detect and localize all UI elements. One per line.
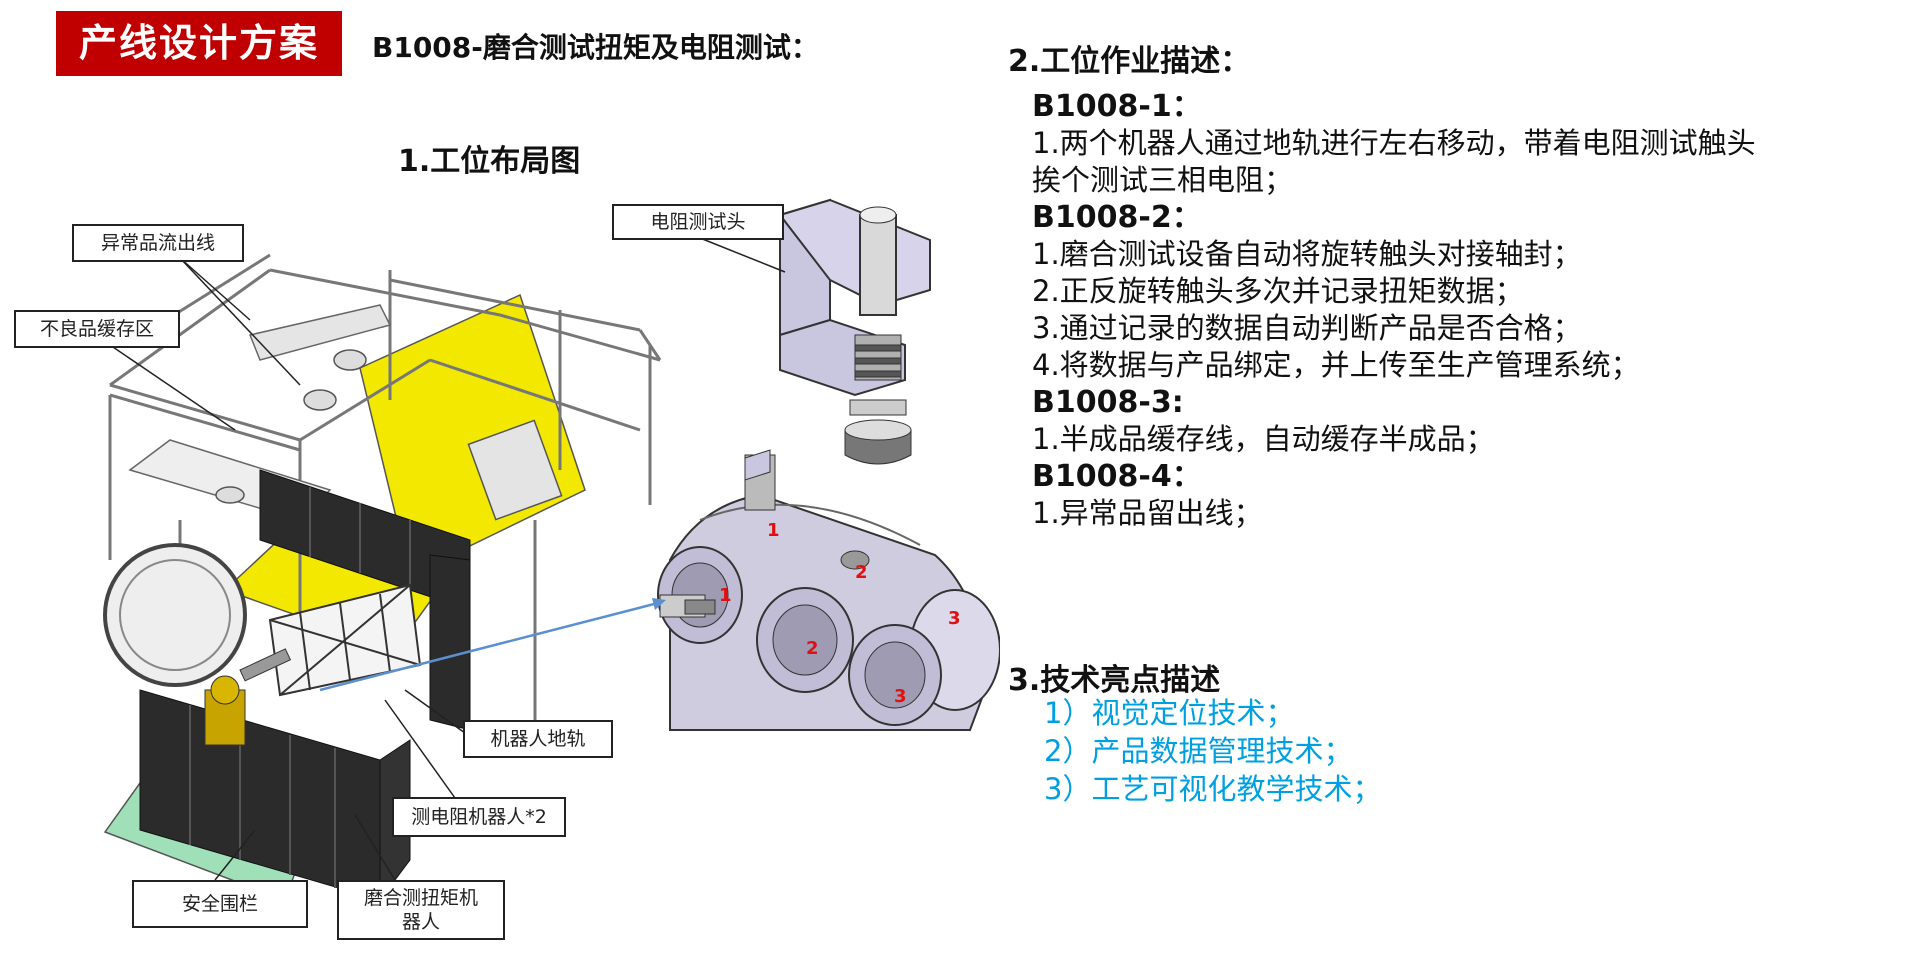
station-layout-diagram [103,198,1000,902]
callout-resistance-head: 电阻测试头 [612,204,784,240]
description-heading: 2.工位作业描述： [1008,44,1251,79]
description-line: 1.两个机器人通过地轨进行左右移动，带着电阻测试触头 [1032,126,1756,160]
part-number-label: 3 [948,608,961,629]
description-item-title: B1008-3: [1032,385,1184,420]
safety-fence-panels [139,469,471,902]
part-number-label: 1 [719,585,732,606]
part-number-label: 2 [855,562,868,583]
tech-item: 3）工艺可视化教学技术； [1044,772,1382,806]
callout-robot-rail: 机器人地轨 [463,720,613,758]
part-number-label: 3 [894,686,907,707]
callout-defect-buffer: 不良品缓存区 [14,310,180,348]
callout-safety-fence: 安全围栏 [132,880,308,928]
layout-heading: 1.工位布局图 [398,144,581,179]
leader-lines [109,237,786,881]
tech-heading: 3.技术亮点描述 [1008,663,1221,698]
description-item-title: B1008-1： [1032,89,1202,124]
tech-list: 1）视觉定位技术； 2）产品数据管理技术； 3）工艺可视化教学技术； [1044,694,1381,808]
description-line: 1.半成品缓存线，自动缓存半成品； [1032,422,1495,456]
tech-item: 1）视觉定位技术； [1044,696,1295,730]
part-number-label: 2 [806,638,819,659]
robot-body [204,648,292,746]
description-item-title: B1008-4： [1032,459,1202,494]
callout-abnormal-line: 异常品流出线 [72,224,244,262]
section-badge: 产线设计方案 [56,11,342,76]
tech-item: 2）产品数据管理技术； [1044,734,1353,768]
callout-torque-robot: 磨合测扭矩机器人 [337,880,505,940]
callout-resistance-robot: 测电阻机器人*2 [392,797,566,837]
description-line: 挨个测试三相电阻； [1032,163,1294,197]
detail-arrow [319,601,659,692]
part-number-label: 1 [767,520,780,541]
description-body: B1008-1： 1.两个机器人通过地轨进行左右移动，带着电阻测试触头 挨个测试… [1032,88,1912,532]
page-title: B1008-磨合测试扭矩及电阻测试： [372,31,819,64]
description-line: 1.异常品留出线； [1032,496,1263,530]
description-line: 2.正反旋转触头多次并记录扭矩数据； [1032,274,1524,308]
robot-rail-truss [268,583,422,697]
description-line: 3.通过记录的数据自动判断产品是否合格； [1032,311,1582,345]
motor-housing-drawing [657,449,1000,731]
overhead-frame [108,253,662,720]
description-line: 4.将数据与产品绑定，并上传至生产管理系统； [1032,348,1640,382]
description-line: 1.磨合测试设备自动将旋转触头对接轴封； [1032,237,1582,271]
description-item-title: B1008-2： [1032,200,1202,235]
resistance-head-drawing [778,198,931,465]
workstation-drawing [103,253,662,902]
